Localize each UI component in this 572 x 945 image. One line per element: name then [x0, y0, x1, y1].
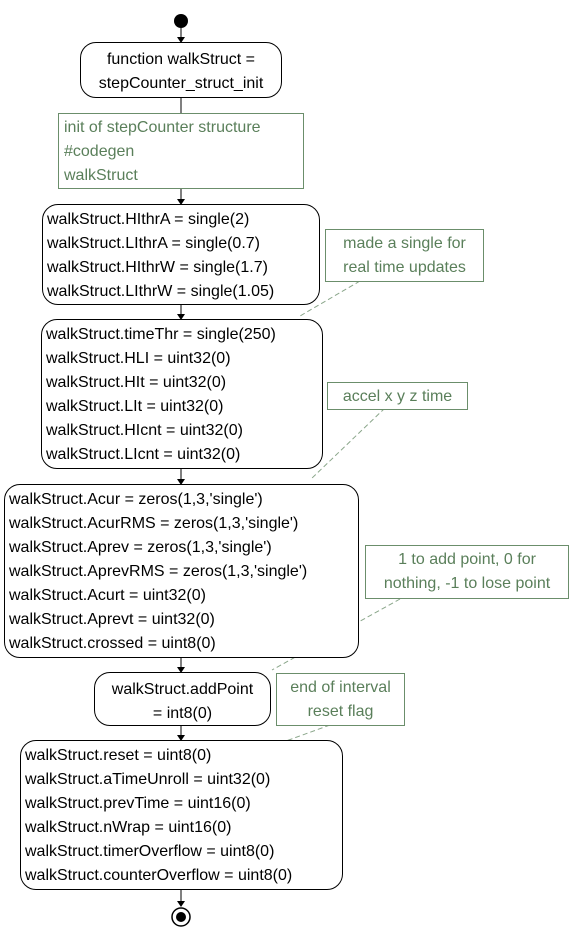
note-accel: accel x y z time: [327, 382, 468, 410]
statement-line: walkStruct.Aprev = zeros(1,3,'single'): [9, 539, 272, 556]
note-line: nothing, -1 to lose point: [383, 575, 551, 592]
note-line: init of stepCounter structure: [64, 119, 261, 136]
note-line: #codegen: [64, 143, 135, 160]
arrowhead: [177, 667, 185, 673]
note-single: made a single for real time updates: [325, 229, 484, 282]
statement-line: walkStruct.Aprevt = uint32(0): [9, 611, 215, 628]
note-line: accel x y z time: [342, 388, 453, 405]
note-link-single: [299, 280, 361, 317]
note-line: made a single for: [343, 235, 466, 252]
statement-line: walkStruct.HIthrW = single(1.7): [47, 259, 268, 276]
statement-line: walkStruct.LIthrA = single(0.7): [47, 235, 260, 252]
note-line: end of interval: [290, 679, 391, 696]
statement-line: walkStruct.LIcnt = uint32(0): [46, 446, 241, 463]
arrowhead: [177, 735, 185, 741]
note-line: 1 to add point, 0 for: [398, 551, 536, 568]
note-init: init of stepCounter structure #codegen w…: [58, 113, 304, 189]
arrowhead: [177, 314, 185, 320]
function-line: function walkStruct =: [106, 51, 256, 68]
note-interval: end of interval reset flag: [276, 673, 405, 726]
addpoint-node: walkStruct.addPoint = int8(0): [94, 672, 271, 726]
arrowhead: [177, 901, 185, 907]
statement-line: walkStruct.timerOverflow = uint8(0): [25, 843, 275, 860]
arrowhead: [177, 199, 185, 205]
function-node: function walkStruct = stepCounter_struct…: [80, 42, 282, 98]
accel-node: walkStruct.Acur = zeros(1,3,'single') wa…: [4, 484, 359, 658]
statement-line: walkStruct.Acurt = uint32(0): [9, 587, 206, 604]
statement-line: walkStruct.HIt = uint32(0): [46, 374, 227, 391]
reset-node: walkStruct.reset = uint8(0) walkStruct.a…: [20, 740, 343, 890]
note-line: real time updates: [343, 259, 466, 276]
thresholds-node: walkStruct.HIthrA = single(2) walkStruct…: [42, 204, 320, 305]
statement-line: walkStruct.timeThr = single(250): [46, 326, 276, 343]
timing-node: walkStruct.timeThr = single(250) walkStr…: [41, 319, 323, 469]
statement-line: walkStruct.LIt = uint32(0): [46, 398, 224, 415]
end-node-core: [176, 912, 186, 922]
statement-line: walkStruct.aTimeUnroll = uint32(0): [25, 771, 271, 788]
statement-line: walkStruct.Acur = zeros(1,3,'single'): [9, 491, 263, 508]
function-line: stepCounter_struct_init: [98, 75, 264, 92]
statement-line: walkStruct.nWrap = uint16(0): [25, 819, 232, 836]
note-line: walkStruct: [64, 167, 138, 184]
arrowhead: [177, 37, 185, 43]
start-node: [174, 14, 188, 28]
statement-line: walkStruct.AprevRMS = zeros(1,3,'single'…: [9, 563, 308, 580]
arrowhead: [177, 479, 185, 485]
statement-line: walkStruct.reset = uint8(0): [25, 747, 212, 764]
statement-line: walkStruct.addPoint: [111, 681, 254, 698]
statement-line: walkStruct.HLI = uint32(0): [46, 350, 231, 367]
statement-line: walkStruct.LIthrW = single(1.05): [47, 283, 275, 300]
statement-line: walkStruct.HIcnt = uint32(0): [46, 422, 243, 439]
statement-line: walkStruct.HIthrA = single(2): [47, 211, 250, 228]
statement-line: walkStruct.counterOverflow = uint8(0): [25, 867, 293, 884]
note-line: reset flag: [307, 703, 374, 720]
statement-line: walkStruct.prevTime = uint16(0): [25, 795, 251, 812]
statement-line: = int8(0): [152, 705, 213, 722]
note-link-accel: [309, 407, 386, 481]
note-point: 1 to add point, 0 for nothing, -1 to los…: [365, 545, 569, 599]
statement-line: walkStruct.AcurRMS = zeros(1,3,'single'): [9, 515, 299, 532]
statement-line: walkStruct.crossed = uint8(0): [9, 635, 216, 652]
